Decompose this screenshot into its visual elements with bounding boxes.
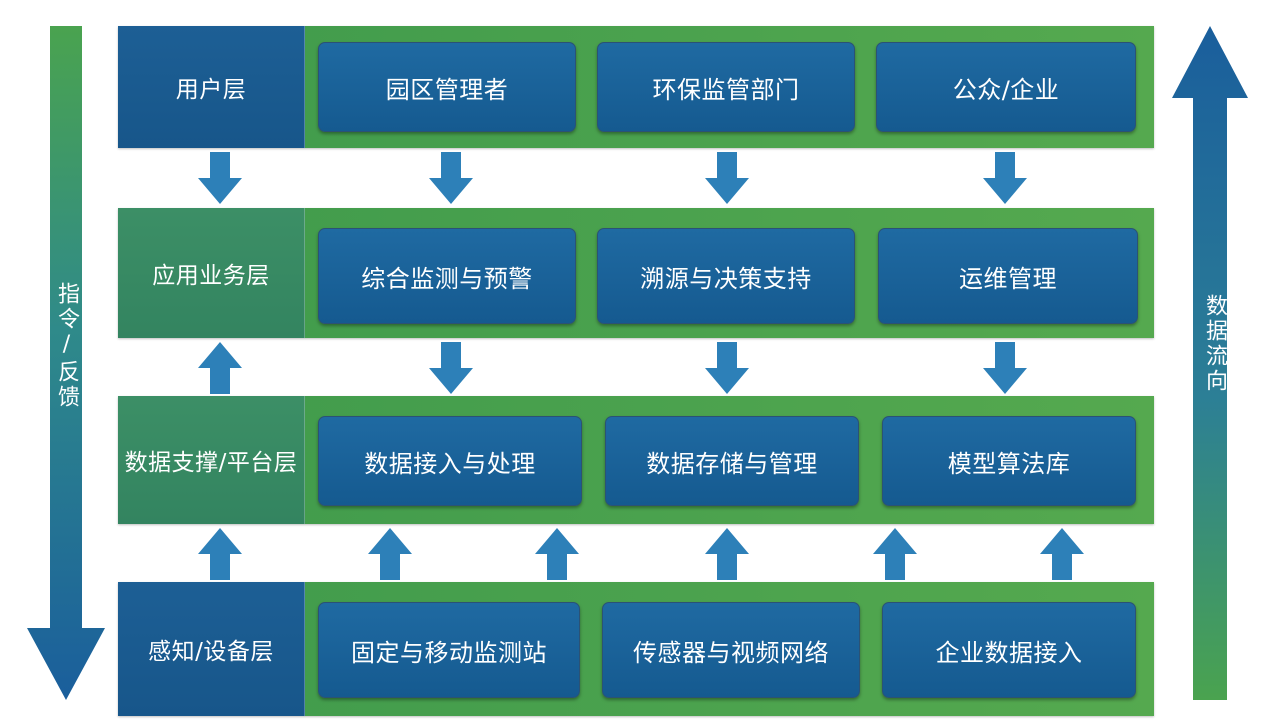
layer-label-user: 用户层 (118, 26, 305, 148)
box-data-ingest: 数据接入与处理 (318, 416, 582, 506)
down-arrow (429, 342, 473, 394)
layer-platform: 数据支撑/平台层 数据接入与处理 数据存储与管理 模型算法库 (118, 396, 1154, 524)
layer-label-platform: 数据支撑/平台层 (118, 396, 305, 524)
box-monitoring-warning: 综合监测与预警 (318, 228, 576, 324)
box-monitoring-stations: 固定与移动监测站 (318, 602, 580, 698)
down-arrow (983, 152, 1027, 204)
down-arrow (983, 342, 1027, 394)
layer-perception: 感知/设备层 固定与移动监测站 传感器与视频网络 企业数据接入 (118, 582, 1154, 716)
up-arrow (198, 342, 242, 394)
box-operation-management: 运维管理 (878, 228, 1138, 324)
layer-application: 应用业务层 综合监测与预警 溯源与决策支持 运维管理 (118, 208, 1154, 338)
right-axis-label: 数据流向 (1202, 294, 1227, 394)
layer-label-application: 应用业务层 (118, 208, 305, 338)
up-arrow (705, 528, 749, 580)
up-arrow (1040, 528, 1084, 580)
down-arrow (705, 152, 749, 204)
box-data-storage: 数据存储与管理 (605, 416, 859, 506)
box-sensor-video-network: 传感器与视频网络 (602, 602, 860, 698)
up-arrow (535, 528, 579, 580)
command-feedback-arrow (27, 26, 105, 700)
layer-user: 用户层 园区管理者 环保监管部门 公众/企业 (118, 26, 1154, 148)
up-arrow (198, 528, 242, 580)
box-park-manager: 园区管理者 (318, 42, 576, 132)
box-enterprise-data: 企业数据接入 (882, 602, 1136, 698)
box-public-enterprise: 公众/企业 (876, 42, 1136, 132)
box-tracing-decision: 溯源与决策支持 (597, 228, 855, 324)
data-flow-arrow (1172, 26, 1248, 700)
up-arrow (873, 528, 917, 580)
up-arrow (368, 528, 412, 580)
down-arrow (429, 152, 473, 204)
left-axis-label: 指令/反馈 (54, 282, 79, 410)
layer-label-perception: 感知/设备层 (118, 582, 305, 716)
down-arrow (705, 342, 749, 394)
box-model-library: 模型算法库 (882, 416, 1136, 506)
down-arrow (198, 152, 242, 204)
box-env-regulator: 环保监管部门 (597, 42, 855, 132)
